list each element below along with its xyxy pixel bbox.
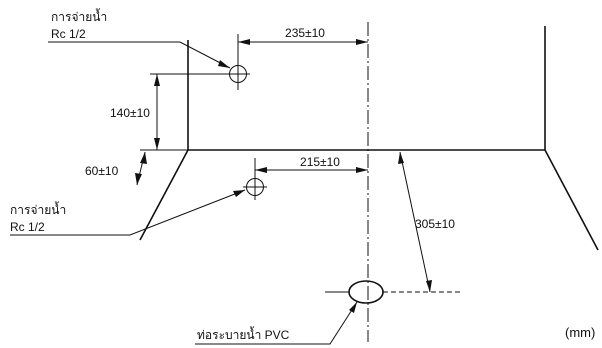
label-unit: (mm) — [565, 325, 595, 340]
label-drain-pipe: ท่อระบายน้ำ PVC — [197, 326, 290, 342]
label-water-supply-top: การจ่ายน้ำ — [51, 8, 107, 24]
water-supply-top — [226, 34, 250, 90]
leader-drain — [195, 301, 358, 345]
water-supply-bottom — [243, 158, 267, 200]
label-water-supply-top-size: Rc 1/2 — [51, 27, 86, 41]
leader-top-water — [48, 41, 231, 69]
leaders — [10, 41, 358, 345]
left-slant-line — [139, 149, 189, 241]
dim-235-label: 235±10 — [285, 26, 325, 40]
unit-outline — [139, 26, 599, 251]
dimension-slant-left: 60±10 — [85, 149, 188, 186]
dimension-bottom-horizontal: 215±10 — [255, 155, 368, 173]
label-water-supply-bottom-size: Rc 1/2 — [10, 220, 45, 234]
leader-bottom-water — [10, 189, 246, 236]
dimension-top-horizontal: 235±10 — [238, 26, 368, 45]
right-slant-line — [544, 149, 599, 251]
dim-215-label: 215±10 — [300, 155, 340, 169]
label-water-supply-bottom: การจ่ายน้ำ — [10, 201, 66, 217]
drain-pipe — [325, 280, 460, 304]
drain-pipe-ellipse — [348, 280, 384, 304]
dimension-vertical-left: 140±10 — [110, 73, 226, 150]
dimension-right-diagonal: 305±10 — [398, 151, 455, 293]
dim-140-label: 140±10 — [110, 106, 150, 120]
dim-305-label: 305±10 — [415, 217, 455, 231]
dim-60-label: 60±10 — [85, 164, 119, 178]
